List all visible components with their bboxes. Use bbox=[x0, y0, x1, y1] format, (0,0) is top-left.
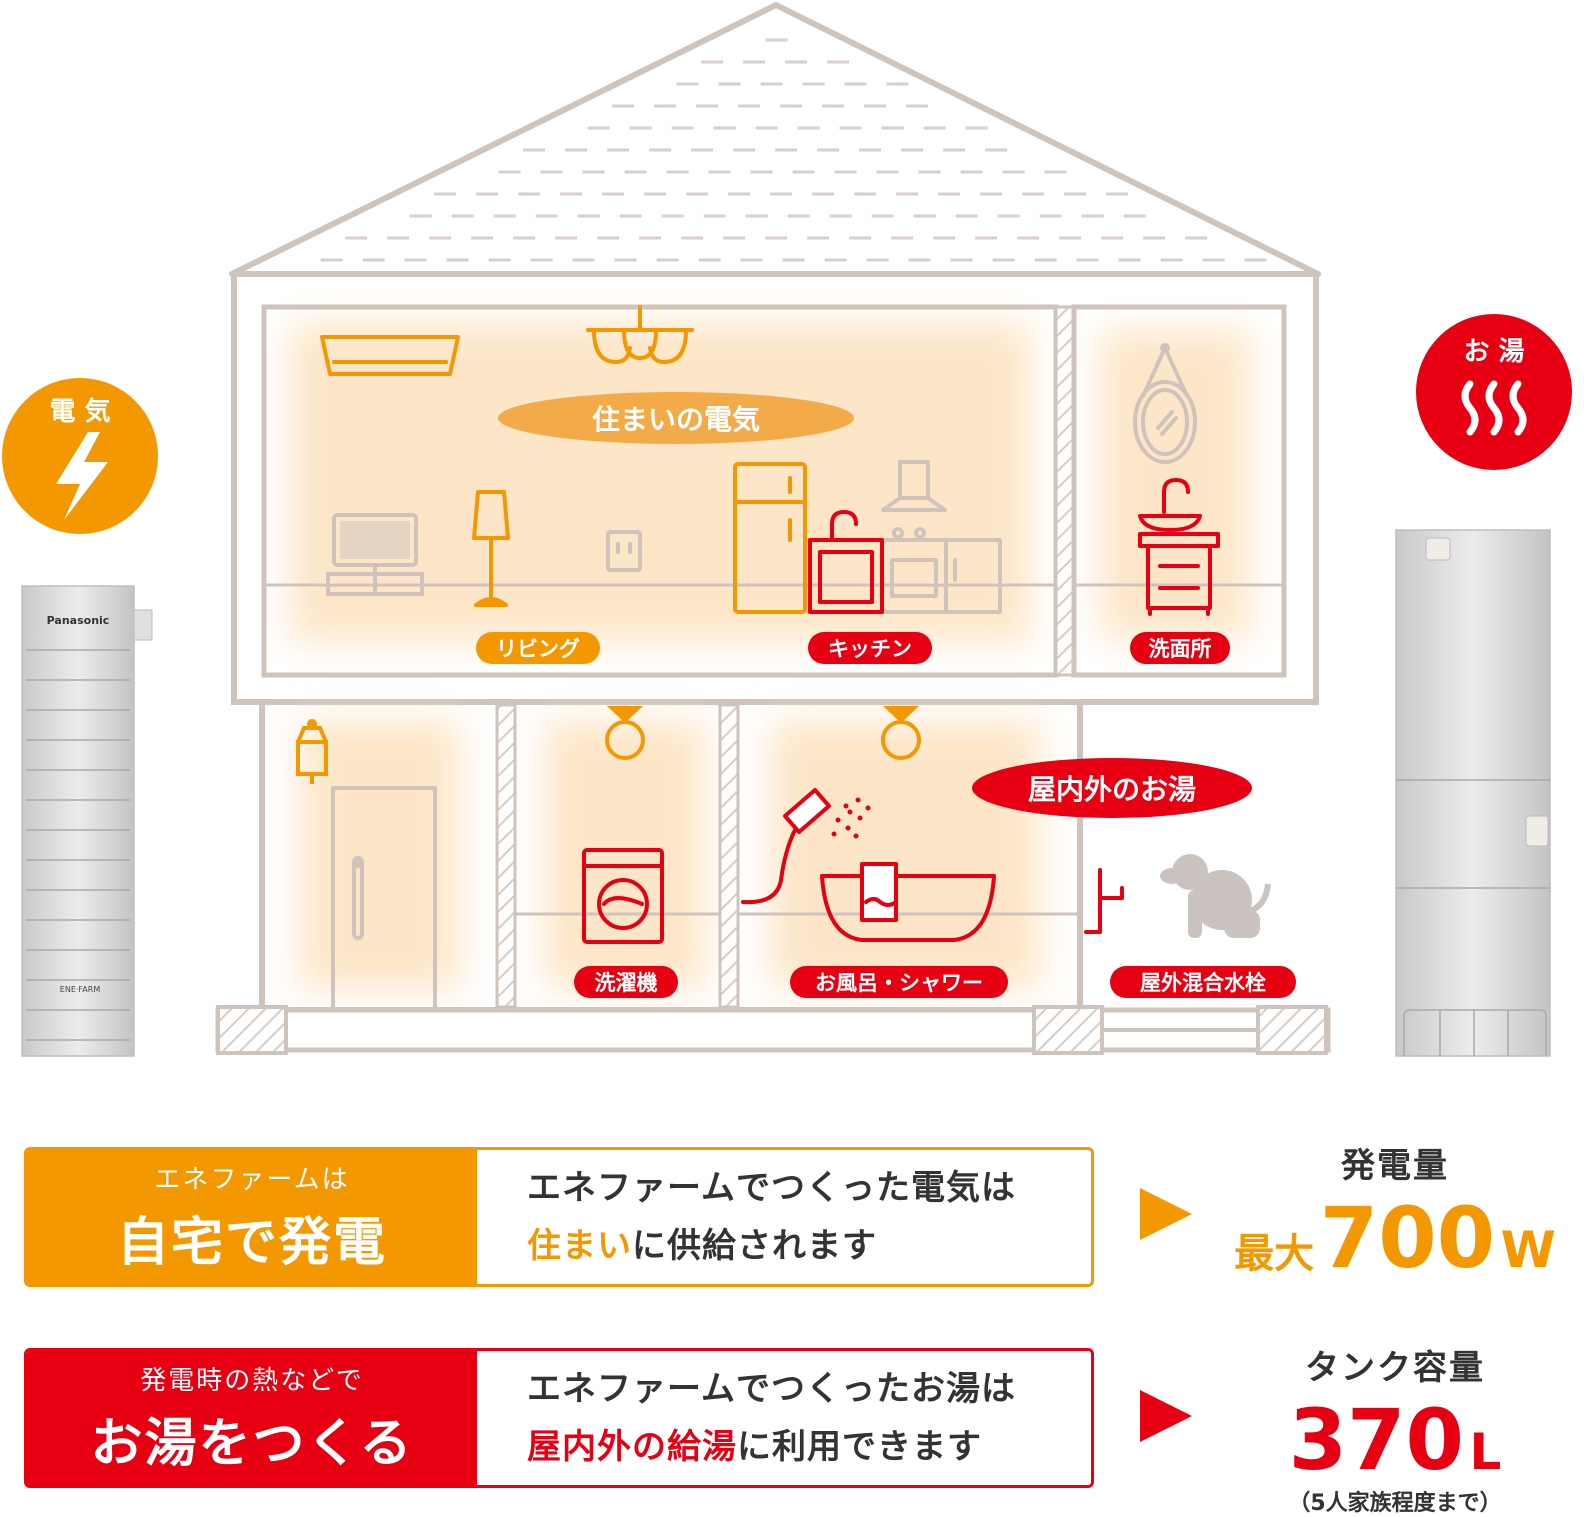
label-kitchen-text: キッチン bbox=[828, 637, 912, 661]
panel-water-desc-highlight: 屋内外の給湯 bbox=[527, 1427, 737, 1467]
label-outdoor-faucet-text: 屋外混合水栓 bbox=[1140, 971, 1266, 995]
tv-icon bbox=[326, 513, 424, 596]
electricity-badge-label: 電 気 bbox=[49, 396, 110, 427]
panel-water-lead-big: お湯をつくる bbox=[90, 1414, 414, 1474]
house-diagram: 住まいの電気 屋内外のお湯 リビング キッチン 洗面所 洗濯機 お風呂・シャワー… bbox=[2, 2, 1572, 1057]
fuel-cell-unit: Panasonic ENE·FARM bbox=[21, 585, 153, 1057]
unit-logo: ENE·FARM bbox=[60, 985, 101, 994]
panel-water-lead-small: 発電時の熱などで bbox=[140, 1366, 364, 1396]
upper-pillar bbox=[1054, 305, 1076, 677]
panel-power-desc-rest: に供給されます bbox=[632, 1226, 877, 1266]
panel-hot-water: 発電時の熱などで お湯をつくる エネファームでつくったお湯は 屋内外の給湯に利用… bbox=[24, 1348, 1094, 1488]
hot-water-tank-unit bbox=[1395, 529, 1551, 1057]
bubble-hotwater: 屋内外のお湯 bbox=[972, 758, 1252, 818]
electricity-badge: 電 気 bbox=[2, 378, 158, 534]
stat-power-prefix: 最大 bbox=[1234, 1231, 1315, 1277]
steam-icon bbox=[1461, 380, 1527, 436]
washbasin-icon bbox=[1138, 478, 1220, 616]
label-living-text: リビング bbox=[496, 637, 580, 661]
roof-shingles bbox=[320, 38, 1267, 262]
stat-tank-value-row: 370 L bbox=[1230, 1391, 1560, 1489]
panel-power-lead-small: エネファームは bbox=[154, 1165, 350, 1195]
washroom-glow bbox=[1100, 330, 1250, 640]
wall-lantern-icon bbox=[296, 719, 328, 784]
pendant-light-icon-1 bbox=[605, 706, 645, 760]
entrance-door-icon bbox=[331, 786, 437, 1012]
bubble-electric-label: 住まいの電気 bbox=[592, 403, 760, 436]
range-hood-icon bbox=[881, 460, 947, 512]
panel-power-desc: エネファームでつくった電気は 住まいに供給されます bbox=[477, 1150, 1091, 1284]
wall-outlet-icon bbox=[606, 530, 642, 572]
panel-power-desc-line2: 住まいに供給されます bbox=[527, 1217, 1091, 1275]
arrow-right-icon-water bbox=[1140, 1390, 1192, 1442]
label-bath: お風呂・シャワー bbox=[790, 966, 1008, 998]
stat-power-output: 発電量 最大 700 W bbox=[1230, 1138, 1560, 1287]
bubble-electric: 住まいの電気 bbox=[498, 392, 854, 444]
panel-water-desc: エネファームでつくったお湯は 屋内外の給湯に利用できます bbox=[477, 1351, 1091, 1485]
stat-power-value-row: 最大 700 W bbox=[1230, 1189, 1560, 1287]
mirror-icon bbox=[1133, 343, 1197, 464]
washroom-room bbox=[1071, 304, 1287, 678]
air-conditioner-icon bbox=[320, 335, 460, 376]
stat-tank-value: 370 bbox=[1288, 1391, 1464, 1489]
label-washer: 洗濯機 bbox=[574, 966, 678, 998]
label-washroom-text: 洗面所 bbox=[1149, 637, 1212, 661]
stat-tank-note: （5人家族程度まで） bbox=[1288, 1491, 1502, 1516]
stat-tank-label: タンク容量 bbox=[1305, 1348, 1485, 1388]
foundation-block-right bbox=[1256, 1005, 1328, 1055]
stat-power-value: 700 bbox=[1319, 1189, 1496, 1287]
panel-water-lead: 発電時の熱などで お湯をつくる bbox=[27, 1351, 477, 1485]
floor-lamp-icon bbox=[472, 490, 510, 607]
stat-power-label: 発電量 bbox=[1341, 1146, 1449, 1186]
bubble-hotwater-label: 屋内外のお湯 bbox=[1028, 773, 1196, 806]
foundation-block-left bbox=[216, 1005, 288, 1055]
kitchen-sink-icon bbox=[808, 510, 884, 614]
unit-brand: Panasonic bbox=[47, 614, 110, 627]
ceiling-light-icon bbox=[586, 305, 694, 364]
bathtub-icon bbox=[820, 862, 996, 942]
washing-machine-icon bbox=[582, 848, 664, 944]
panel-power-lead-big: 自宅で発電 bbox=[116, 1213, 387, 1273]
foundation-block-mid bbox=[1032, 1005, 1104, 1055]
washer-glow bbox=[545, 720, 705, 990]
lower-pillar-2 bbox=[718, 703, 740, 1009]
panel-water-desc-line2: 屋内外の給湯に利用できます bbox=[527, 1418, 1091, 1476]
panel-power-desc-highlight: 住まい bbox=[527, 1226, 632, 1266]
shower-icon bbox=[741, 788, 871, 905]
label-kitchen: キッチン bbox=[808, 632, 932, 664]
panel-power-desc-line1: エネファームでつくった電気は bbox=[527, 1168, 1016, 1208]
outdoor-faucet-icon bbox=[1084, 868, 1124, 934]
label-bath-text: お風呂・シャワー bbox=[815, 971, 983, 995]
hot-water-badge-label: お 湯 bbox=[1463, 337, 1524, 367]
label-washer-text: 洗濯機 bbox=[595, 971, 658, 995]
stat-power-unit: W bbox=[1500, 1221, 1556, 1279]
pendant-light-icon-2 bbox=[881, 706, 921, 760]
panel-power-generation: エネファームは 自宅で発電 エネファームでつくった電気は 住まいに供給されます bbox=[24, 1147, 1094, 1287]
panel-water-desc-line1: エネファームでつくったお湯は bbox=[527, 1369, 1016, 1409]
lightning-icon bbox=[56, 432, 108, 520]
bath-glow bbox=[770, 720, 1040, 990]
arrow-right-icon-power bbox=[1140, 1188, 1192, 1240]
panel-water-desc-rest: に利用できます bbox=[737, 1427, 982, 1467]
dog-icon bbox=[1160, 854, 1271, 938]
roof bbox=[229, 2, 1321, 277]
label-living: リビング bbox=[476, 632, 600, 664]
stat-tank-capacity: タンク容量 370 L （5人家族程度まで） bbox=[1230, 1340, 1560, 1517]
panel-power-lead: エネファームは 自宅で発電 bbox=[27, 1150, 477, 1284]
stat-tank-unit: L bbox=[1469, 1423, 1502, 1481]
refrigerator-icon bbox=[733, 462, 807, 614]
label-washroom: 洗面所 bbox=[1130, 632, 1230, 664]
hot-water-badge: お 湯 bbox=[1416, 314, 1572, 470]
lower-pillar-1 bbox=[495, 703, 517, 1009]
label-outdoor-faucet: 屋外混合水栓 bbox=[1110, 966, 1296, 998]
